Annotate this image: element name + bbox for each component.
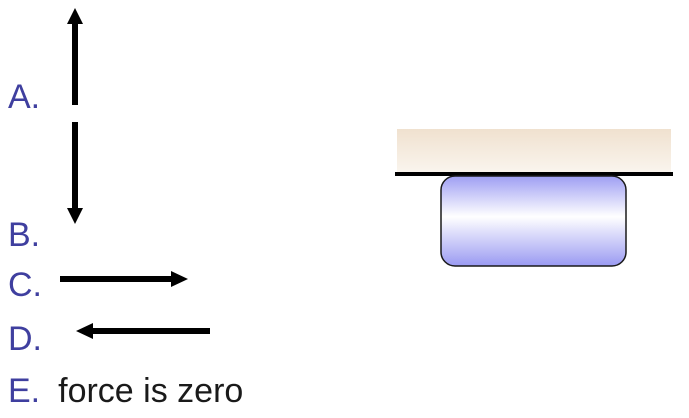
option-e-text: force is zero: [58, 372, 244, 410]
option-d[interactable]: D.: [8, 322, 42, 356]
option-a-letter: A.: [8, 78, 41, 116]
option-a[interactable]: A.: [8, 80, 40, 114]
arrow-down-icon: [67, 122, 83, 224]
option-b[interactable]: B.: [8, 218, 40, 252]
option-d-letter: D.: [8, 320, 42, 358]
arrow-right-icon: [60, 271, 188, 287]
arrow-up-icon: [67, 8, 83, 105]
arrow-left-icon: [76, 323, 210, 339]
block: [440, 175, 627, 267]
ceiling: [397, 129, 671, 173]
option-e-letter: E.: [8, 372, 41, 410]
option-b-letter: B.: [8, 216, 41, 254]
option-c-letter: C.: [8, 266, 42, 304]
option-e[interactable]: E. force is zero: [8, 374, 243, 408]
option-c[interactable]: C.: [8, 268, 42, 302]
